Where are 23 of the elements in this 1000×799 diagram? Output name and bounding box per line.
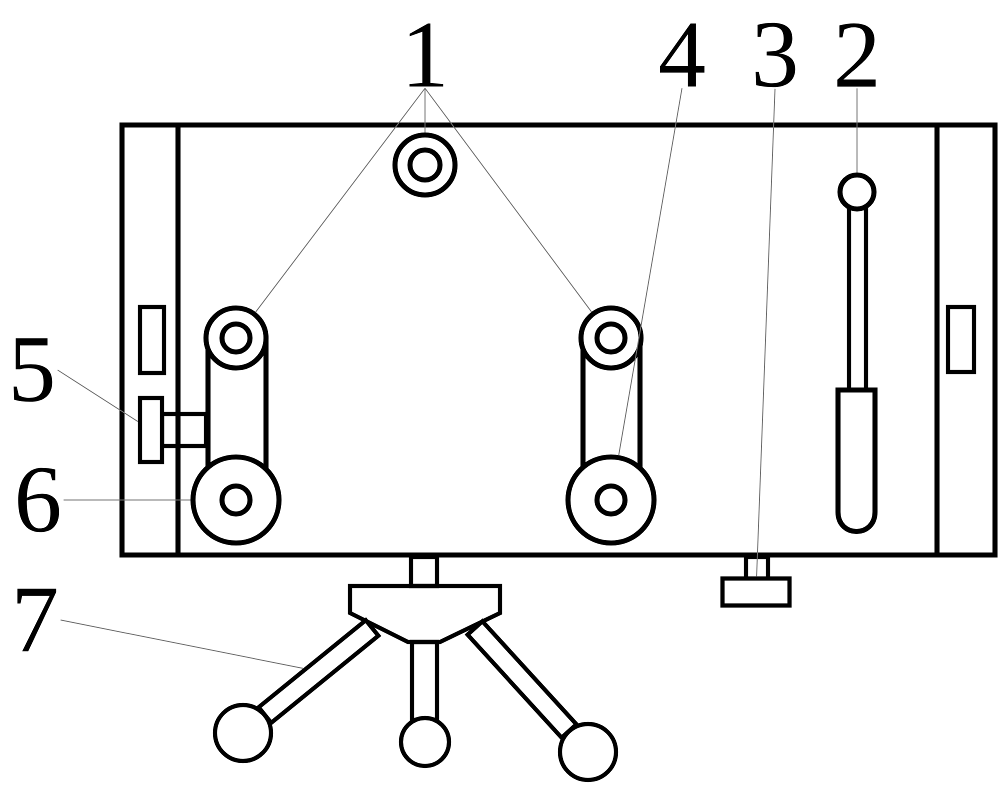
wheel xyxy=(190,454,282,546)
callout-number: 3 xyxy=(756,22,796,88)
leader-line xyxy=(255,88,426,313)
callout-number: 1 xyxy=(410,23,444,87)
knob xyxy=(837,172,877,212)
callout-number: 4 xyxy=(660,24,704,86)
leader-line xyxy=(856,88,858,173)
leader-line xyxy=(424,88,592,312)
clamp xyxy=(138,396,164,464)
leader-line xyxy=(756,88,776,577)
wheel xyxy=(565,454,657,546)
callout-number: 5 xyxy=(14,338,52,402)
leader-line xyxy=(60,620,304,669)
callout-number: 2 xyxy=(837,23,876,87)
pulley xyxy=(392,132,458,198)
foot xyxy=(720,576,792,608)
leader-line xyxy=(57,370,138,422)
leader-line xyxy=(618,88,682,456)
leader-line xyxy=(424,88,426,133)
callout-number: 7 xyxy=(17,588,56,652)
callout-number: 6 xyxy=(18,468,60,532)
pulley xyxy=(578,305,644,371)
pulley xyxy=(203,305,269,371)
